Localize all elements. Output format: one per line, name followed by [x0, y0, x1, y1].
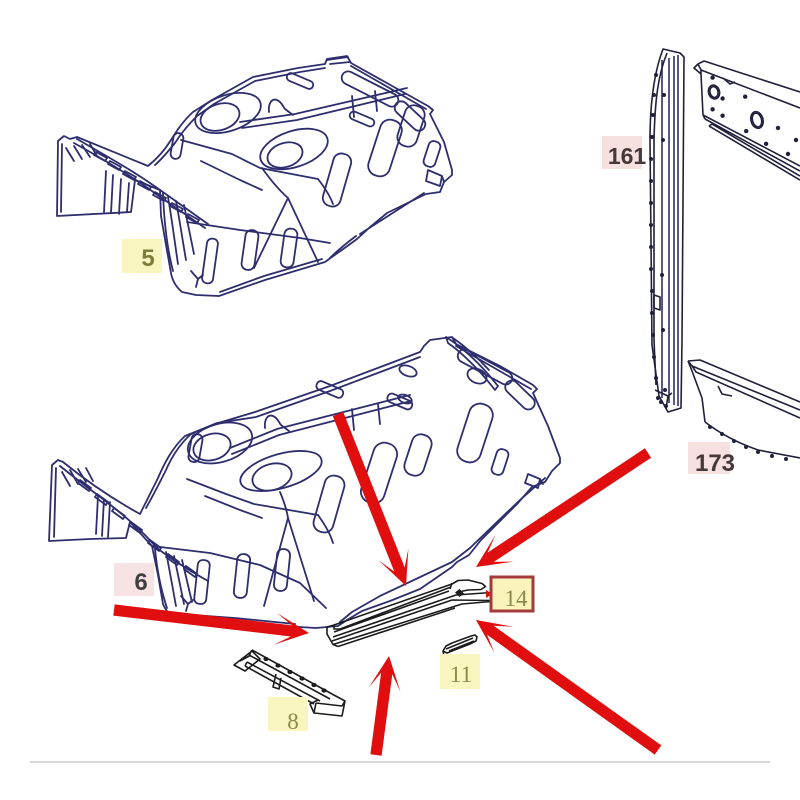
svg-text:173: 173 [695, 450, 735, 477]
svg-text:6: 6 [134, 569, 147, 596]
svg-text:161: 161 [608, 143, 647, 169]
svg-text:8: 8 [287, 709, 299, 734]
svg-text:11: 11 [450, 662, 472, 687]
svg-text:5: 5 [141, 245, 154, 272]
svg-text:14: 14 [505, 586, 529, 611]
